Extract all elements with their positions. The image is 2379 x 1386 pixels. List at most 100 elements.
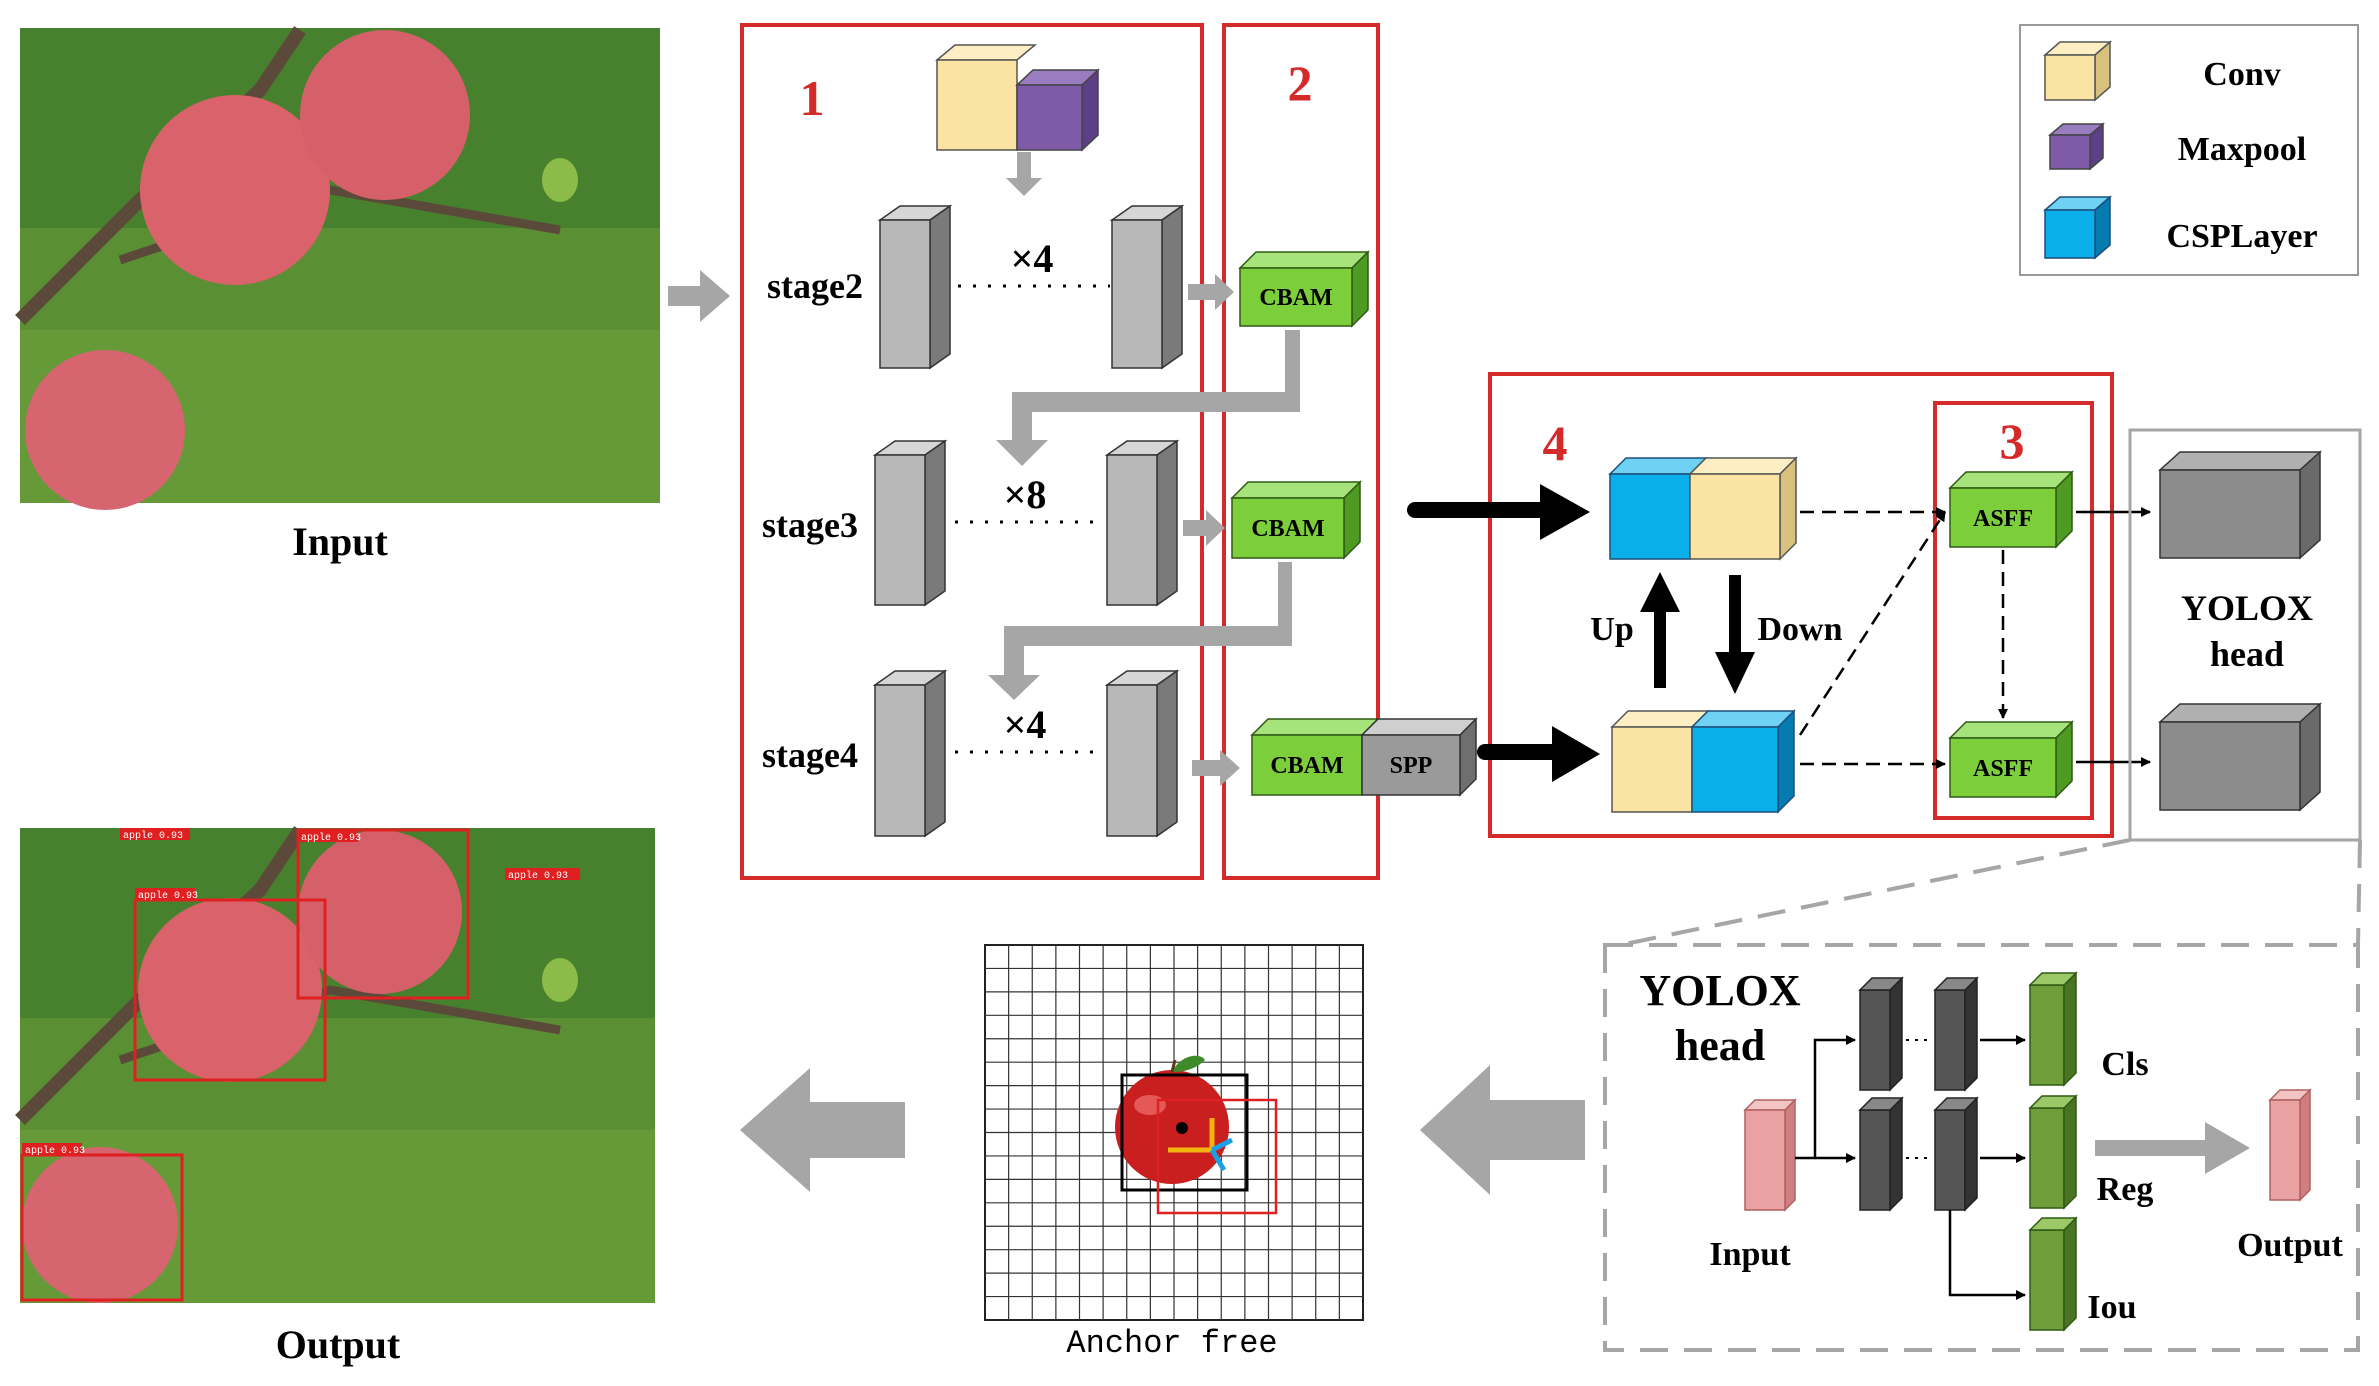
- detail-cls-block: [2028, 971, 2078, 1087]
- cbam-block-stage4: CBAM: [1250, 718, 1380, 796]
- zoom-line-right: [2356, 839, 2362, 946]
- detail-cls-label: Cls: [2101, 1046, 2148, 1083]
- output-detection-box-3: apple 0.93: [20, 1143, 184, 1302]
- stage2-repeat: ×4: [1011, 236, 1054, 281]
- detail-reg-block: [2028, 1094, 2078, 1210]
- detail-iou-label: Iou: [2087, 1289, 2136, 1326]
- detail-lower-conv-2: [1933, 1096, 1979, 1212]
- stem-conv-block: [934, 44, 1038, 151]
- stage2-label: stage2: [767, 266, 863, 306]
- anchor-pred-box: [1156, 1098, 1278, 1215]
- stage4-repeat: ×4: [1004, 702, 1047, 747]
- detail-title-line2: head: [1675, 1021, 1765, 1070]
- asff-label-bottom: ASFF: [1973, 756, 2033, 782]
- legend-maxpool-label: Maxpool: [2178, 131, 2306, 168]
- detail-lower-conv-1: [1858, 1096, 1904, 1212]
- legend-conv-label: Conv: [2203, 56, 2280, 93]
- stage4-last-block: [1104, 669, 1180, 838]
- neck-top-csp-block: [1608, 457, 1708, 560]
- cbam-block-stage2: CBAM: [1238, 250, 1370, 328]
- output-detection-tag-1: apple 0.93: [138, 890, 198, 902]
- head-to-anchor-arrow: [1420, 1065, 1585, 1195]
- stage4-to-cbam-arrow: [1192, 750, 1240, 786]
- stage3-to-cbam-arrow: [1183, 510, 1225, 546]
- output-detection-tag-4: apple 0.93: [123, 830, 183, 842]
- legend-maxpool-swatch: [2047, 122, 2106, 171]
- detail-title-line1: YOLOX: [1639, 966, 1801, 1015]
- asff-block-bottom: ASFF: [1948, 720, 2074, 799]
- input-label: Input: [292, 519, 388, 564]
- yolox-head-title-line1: YOLOX: [2181, 588, 2313, 628]
- section-1-box: [740, 23, 1204, 880]
- spp-to-neck-arrow-head: [1552, 726, 1600, 782]
- stage3-label: stage3: [762, 505, 858, 545]
- zoom-line-left: [1619, 838, 2131, 947]
- stage3-first-block: [872, 439, 948, 607]
- anchor-free-label: Anchor free: [1066, 1325, 1277, 1362]
- anchor-offset-arrow-down: [1209, 1148, 1227, 1172]
- legend-conv-swatch: [2042, 40, 2113, 102]
- up-arrow-head: [1640, 572, 1680, 612]
- detail-input-block: [1743, 1098, 1797, 1212]
- section-3-label: 3: [2000, 413, 2025, 469]
- yolox-head-title-line2: head: [2210, 634, 2284, 674]
- output-label: Output: [276, 1322, 401, 1367]
- head-block-top: [2158, 450, 2322, 560]
- detail-iou-block: [2028, 1216, 2078, 1332]
- neck-bottom-conv-block: [1610, 710, 1710, 813]
- legend-csplayer-swatch: [2042, 195, 2113, 260]
- section-3-box: [1933, 401, 2094, 820]
- detail-reg-label: Reg: [2097, 1171, 2154, 1208]
- cbam-label-stage2: CBAM: [1259, 285, 1332, 311]
- output-image: [15, 826, 655, 1303]
- spp-label: SPP: [1390, 753, 1433, 779]
- up-label: Up: [1590, 611, 1633, 648]
- spp-block: SPP: [1360, 717, 1478, 797]
- section-4-label: 4: [1543, 415, 1568, 471]
- stage3-to-stage4-connector: [988, 562, 1292, 700]
- yolox-head-detail-panel: [1603, 943, 2360, 1352]
- stage3-repeat: ×8: [1004, 472, 1047, 517]
- down-arrow-head: [1715, 652, 1755, 694]
- output-detection-box-1: apple 0.93: [133, 888, 327, 1082]
- output-detection-box-2: apple 0.93: [296, 828, 470, 1000]
- section-2-label: 2: [1288, 55, 1313, 111]
- anchor-offset-arrow-right: [1210, 1137, 1234, 1153]
- section-2-box: [1222, 23, 1380, 880]
- output-detection-box-5: apple 0.93: [505, 868, 580, 882]
- asff-label-top: ASFF: [1973, 506, 2033, 532]
- cbam-block-stage3: CBAM: [1230, 480, 1362, 560]
- stage4-first-block: [872, 669, 948, 838]
- stage4-label: stage4: [762, 735, 858, 775]
- stage3-to-neck-arrow-head: [1540, 484, 1590, 540]
- stem-down-arrow: [1006, 152, 1042, 196]
- detail-input-label: Input: [1709, 1236, 1791, 1273]
- input-image: [15, 26, 660, 510]
- stage2-first-block: [877, 204, 953, 370]
- neck-bottom-to-asff1: [1798, 511, 1947, 736]
- input-arrow: [668, 270, 730, 322]
- down-label: Down: [1757, 611, 1842, 648]
- detail-upper-conv-1: [1858, 976, 1904, 1092]
- detail-branch-upper: [1795, 1035, 1856, 1160]
- cbam-label-stage4: CBAM: [1270, 753, 1343, 779]
- detail-output-block: [2268, 1088, 2312, 1202]
- stage3-last-block: [1104, 439, 1180, 607]
- yolox-head-panel: [2128, 428, 2362, 842]
- output-detection-box-4: apple 0.93: [120, 828, 190, 842]
- detail-upper-conv-2: [1933, 976, 1979, 1092]
- neck-top-conv-block: [1688, 456, 1798, 561]
- detail-output-arrow: [2095, 1122, 2250, 1174]
- anchor-center-point: [1176, 1122, 1188, 1134]
- detail-output-label: Output: [2237, 1227, 2343, 1264]
- anchor-to-output-arrow: [740, 1068, 905, 1192]
- asff-block-top: ASFF: [1948, 470, 2074, 549]
- neck-bottom-csp-block: [1690, 709, 1796, 814]
- section-4-box: [1488, 372, 2114, 838]
- head-block-bottom: [2158, 702, 2322, 812]
- section-1-label: 1: [800, 70, 825, 126]
- output-detection-tag-2: apple 0.93: [301, 832, 361, 844]
- stage2-to-stage3-connector: [996, 330, 1300, 466]
- stage2-to-cbam-arrow: [1188, 274, 1234, 310]
